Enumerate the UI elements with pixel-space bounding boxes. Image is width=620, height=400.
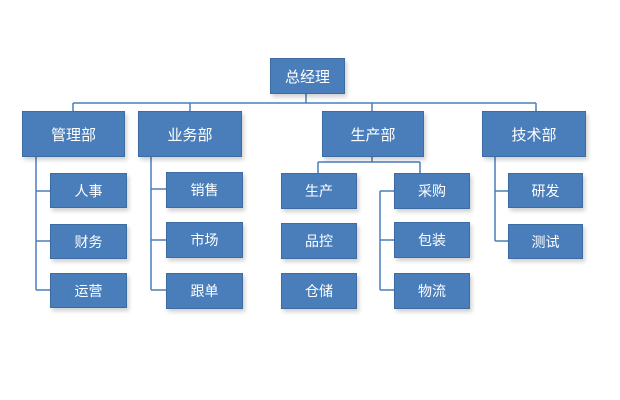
node-production-logistics-label: 物流: [418, 284, 446, 300]
node-dept-production-label: 生产部: [350, 125, 396, 144]
node-production-quality-label: 品控: [305, 234, 333, 250]
node-dept-tech-label: 技术部: [511, 125, 557, 144]
node-management-finance: 财务: [50, 224, 127, 259]
node-production-quality: 品控: [281, 223, 357, 259]
node-production-packaging: 包装: [394, 222, 470, 258]
node-root: 总经理: [270, 58, 345, 94]
node-tech-testing-label: 测试: [531, 234, 560, 251]
node-dept-production: 生产部: [322, 111, 424, 157]
node-production-manufacturing: 生产: [281, 173, 357, 209]
node-management-hr: 人事: [50, 173, 127, 208]
node-management-operations-label: 运营: [74, 283, 103, 300]
node-root-label: 总经理: [284, 67, 330, 86]
node-production-purchasing-label: 采购: [418, 184, 446, 200]
node-production-purchasing: 采购: [394, 173, 470, 209]
node-production-logistics: 物流: [394, 273, 470, 309]
node-business-marketing-label: 市场: [190, 233, 219, 249]
node-business-marketing: 市场: [166, 222, 243, 258]
node-dept-business-label: 业务部: [167, 125, 213, 144]
node-production-warehouse: 仓储: [281, 273, 357, 309]
node-business-followup-label: 跟单: [190, 284, 219, 300]
node-business-sales: 销售: [166, 172, 243, 208]
node-tech-rnd-label: 研发: [531, 183, 560, 200]
node-business-sales-label: 销售: [190, 183, 219, 199]
node-dept-business: 业务部: [138, 111, 242, 157]
node-dept-management-label: 管理部: [50, 125, 96, 144]
node-management-hr-label: 人事: [74, 183, 103, 200]
node-management-finance-label: 财务: [74, 234, 103, 251]
node-business-followup: 跟单: [166, 273, 243, 309]
node-tech-testing: 测试: [508, 224, 583, 259]
node-dept-management: 管理部: [22, 111, 125, 157]
node-production-warehouse-label: 仓储: [305, 284, 333, 300]
node-management-operations: 运营: [50, 273, 127, 308]
node-tech-rnd: 研发: [508, 173, 583, 208]
node-dept-tech: 技术部: [482, 111, 586, 157]
node-production-manufacturing-label: 生产: [305, 184, 333, 200]
node-production-packaging-label: 包装: [418, 233, 446, 249]
